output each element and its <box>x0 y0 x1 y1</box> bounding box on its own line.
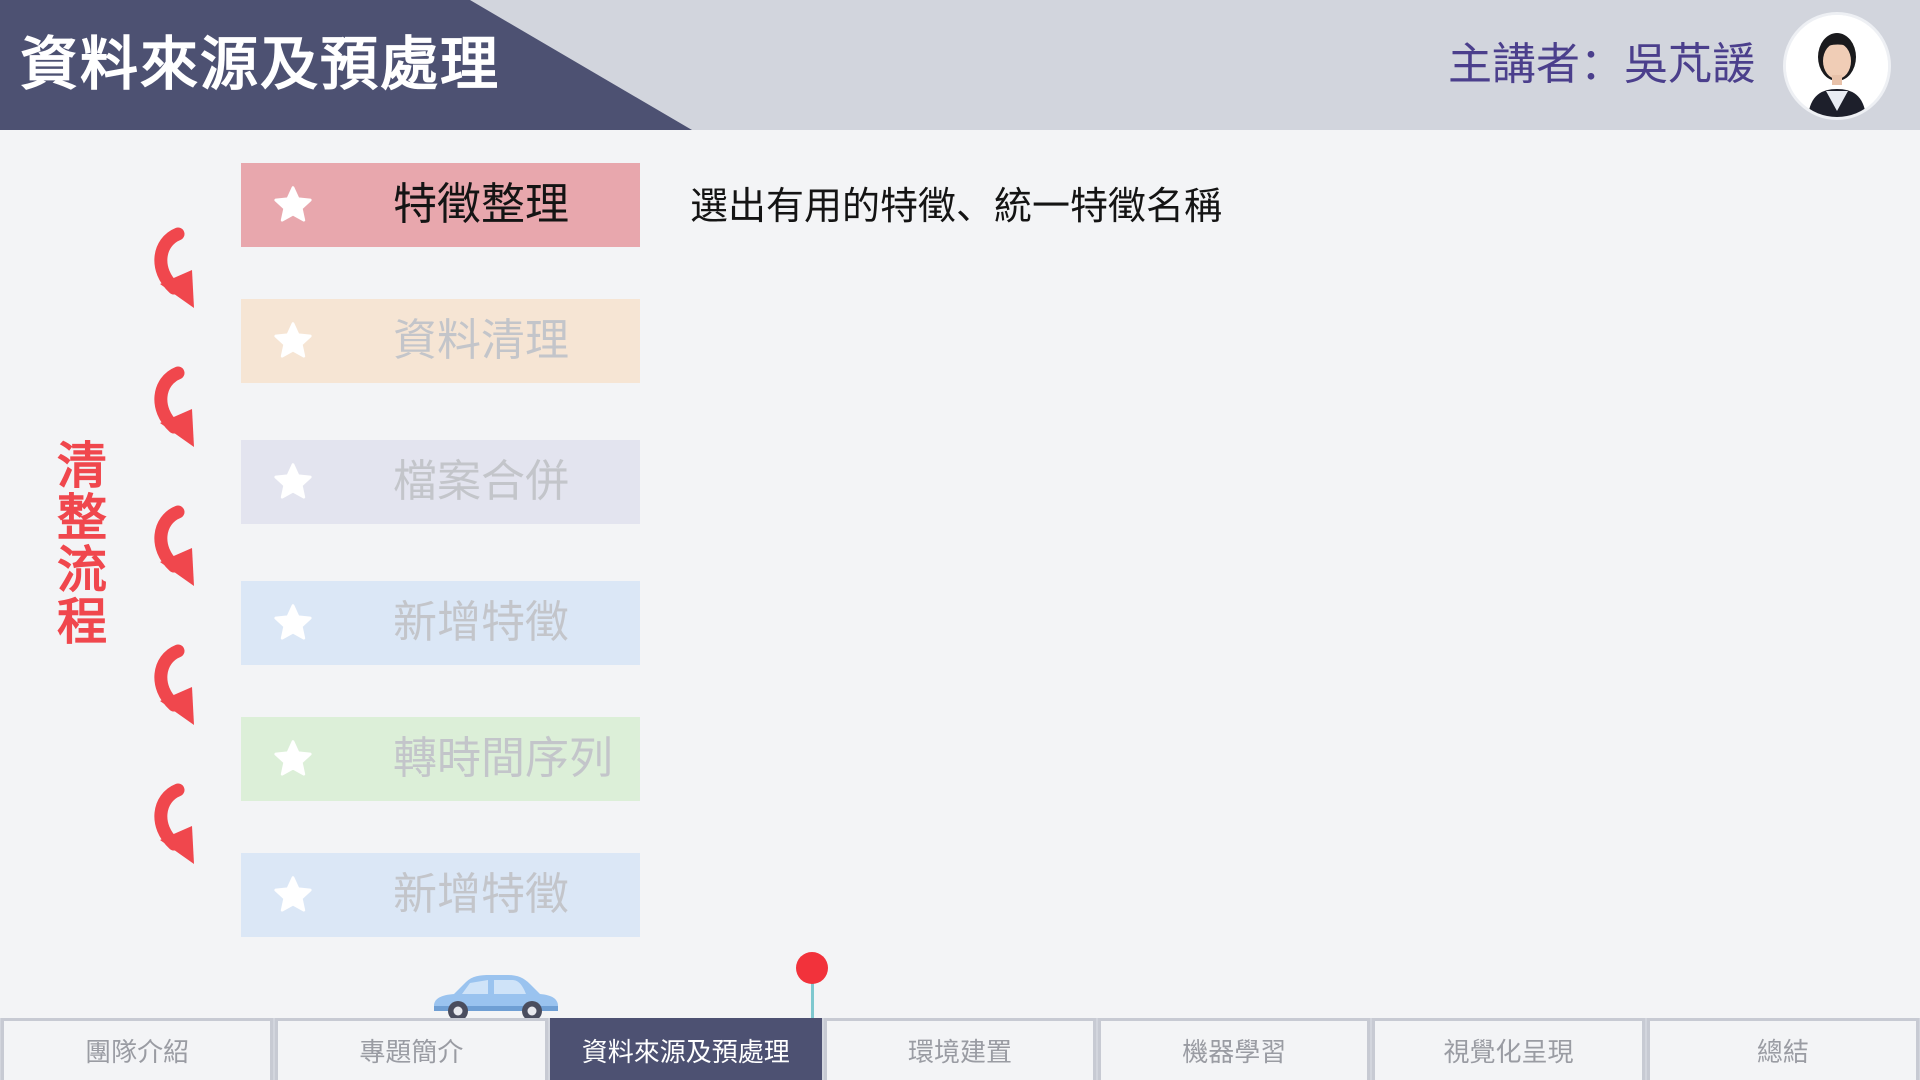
curved-arrow-icon <box>154 505 194 586</box>
star-icon <box>274 322 312 358</box>
car-icon <box>434 975 558 1021</box>
step-feature-organize: 特徵整理 <box>241 163 640 247</box>
curved-arrow-icon <box>154 227 194 308</box>
nav-tab-team-intro[interactable]: 團隊介紹 <box>1 1018 274 1080</box>
process-vertical-label: 清 整 流 程 <box>52 440 112 648</box>
step-description: 選出有用的特徵、統一特徵名稱 <box>690 184 1223 228</box>
nav-tab-environment-setup[interactable]: 環境建置 <box>823 1018 1097 1080</box>
step-label: 新增特徵 <box>393 597 569 648</box>
process-label-text: 清 整 流 程 <box>57 437 107 651</box>
step-label: 檔案合併 <box>393 456 569 507</box>
nav-tab-summary[interactable]: 總結 <box>1646 1018 1919 1080</box>
step-data-cleaning: 資料清理 <box>241 299 640 383</box>
nav-tab-machine-learning[interactable]: 機器學習 <box>1098 1018 1371 1080</box>
step-add-features-2: 新增特徵 <box>241 853 640 937</box>
nav-tab-data-preprocessing[interactable]: 資料來源及預處理 <box>549 1018 822 1080</box>
step-label: 資料清理 <box>393 315 569 366</box>
step-label: 特徵整理 <box>393 179 569 230</box>
presenter-photo-icon <box>1786 15 1888 117</box>
star-icon <box>274 740 312 776</box>
curved-arrow-icon <box>154 366 194 447</box>
star-icon <box>274 463 312 499</box>
map-pin-icon <box>796 952 828 984</box>
star-icon <box>274 186 312 222</box>
curved-arrow-icon <box>154 783 194 864</box>
nav-tab-project-intro[interactable]: 專題簡介 <box>275 1018 548 1080</box>
step-label: 新增特徵 <box>393 869 569 920</box>
step-add-features: 新增特徵 <box>241 581 640 665</box>
star-icon <box>274 604 312 640</box>
section-nav: 團隊介紹 專題簡介 資料來源及預處理 環境建置 機器學習 視覺化呈現 總結 <box>0 1018 1920 1080</box>
progress-pin-stem <box>811 975 814 1020</box>
star-icon <box>274 876 312 912</box>
step-time-series: 轉時間序列 <box>241 717 640 801</box>
page-title: 資料來源及預處理 <box>20 30 501 98</box>
step-label: 轉時間序列 <box>393 733 613 784</box>
curved-arrow-icon <box>154 644 194 725</box>
nav-tab-visualization[interactable]: 視覺化呈現 <box>1372 1018 1645 1080</box>
avatar <box>1783 12 1891 120</box>
presenter-name: 主講者：吳芃諼 <box>1448 39 1756 90</box>
step-file-merge: 檔案合併 <box>241 440 640 524</box>
